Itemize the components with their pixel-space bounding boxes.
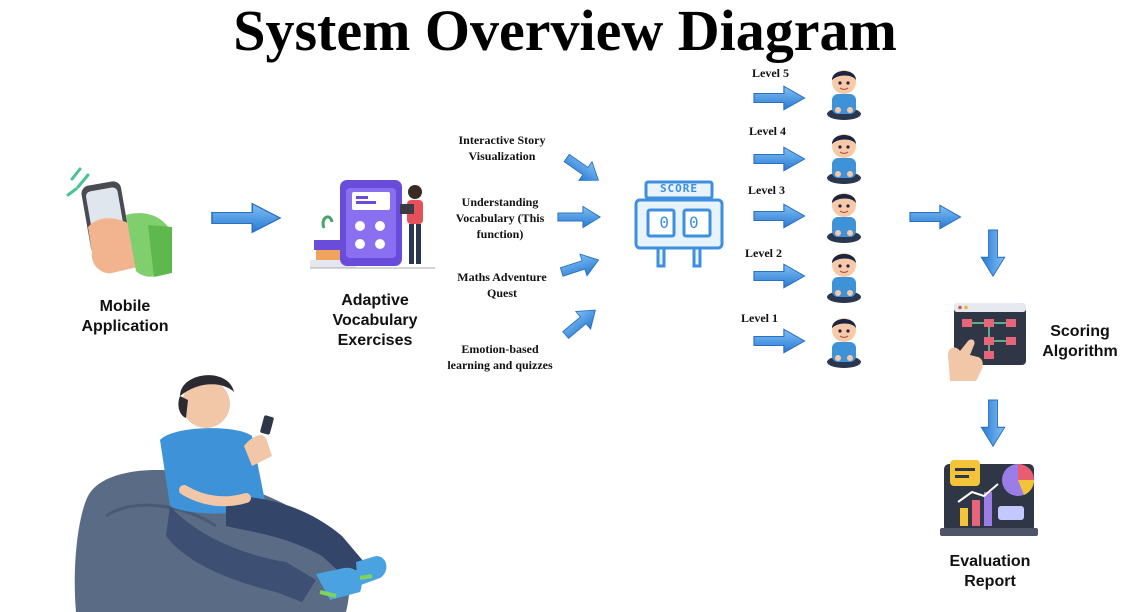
tablet-app-icon — [310, 180, 435, 269]
hand-holding-phone-icon — [66, 167, 172, 277]
scoreboard-title: SCORE — [659, 182, 699, 195]
arrow-level-1 — [753, 328, 806, 354]
child-avatar-icon — [826, 69, 862, 121]
flowchart-screen-icon — [948, 303, 1026, 381]
arrow-level-3 — [753, 203, 806, 229]
chart-report-icon — [940, 460, 1038, 536]
evaluation-report-label: Evaluation Report — [949, 553, 1031, 590]
scoreboard-digits: 00 — [659, 213, 719, 232]
scoring-algorithm-label: Scoring Algorithm — [1042, 323, 1118, 360]
activity-label-1: Interactive Story Visualization — [458, 133, 546, 163]
activity-label-2: Understanding Vocabulary (This function) — [455, 195, 545, 241]
level-label-4: Level 4 — [749, 124, 786, 138]
arrow-level-4 — [753, 146, 806, 172]
arrow-activity-1 — [559, 148, 606, 191]
adaptive-vocabulary-label: Adaptive Vocabulary Exercises — [332, 292, 418, 349]
arrow-level-5 — [753, 85, 806, 111]
level-label-5: Level 5 — [752, 66, 789, 80]
arrow-down-to-evaluation — [980, 399, 1006, 447]
child-avatar-icon — [826, 192, 862, 244]
activity-label-4: Emotion-based learning and quizzes — [447, 342, 553, 372]
child-avatar-icon — [826, 133, 862, 185]
arrow-activity-2 — [557, 205, 601, 229]
level-label-3: Level 3 — [748, 183, 785, 197]
arrow-levels-to-scoring — [909, 204, 962, 230]
arrow-level-2 — [753, 263, 806, 289]
arrow-activity-3 — [557, 248, 603, 284]
level-label-1: Level 1 — [741, 311, 778, 325]
arrow-down-to-scoring — [980, 229, 1006, 277]
arrow-activity-4 — [557, 300, 604, 345]
child-avatar-icon — [826, 252, 862, 304]
mobile-application-label: Mobile Application — [81, 298, 169, 335]
level-label-2: Level 2 — [745, 246, 782, 260]
person-on-beanbag-illustration — [74, 375, 387, 612]
diagram-title: System Overview Diagram — [233, 0, 897, 63]
child-avatar-icon — [826, 317, 862, 369]
scoreboard-icon — [634, 180, 724, 268]
arrow-mobile-to-adaptive — [211, 202, 281, 234]
activity-label-3: Maths Adventure Quest — [457, 270, 547, 300]
